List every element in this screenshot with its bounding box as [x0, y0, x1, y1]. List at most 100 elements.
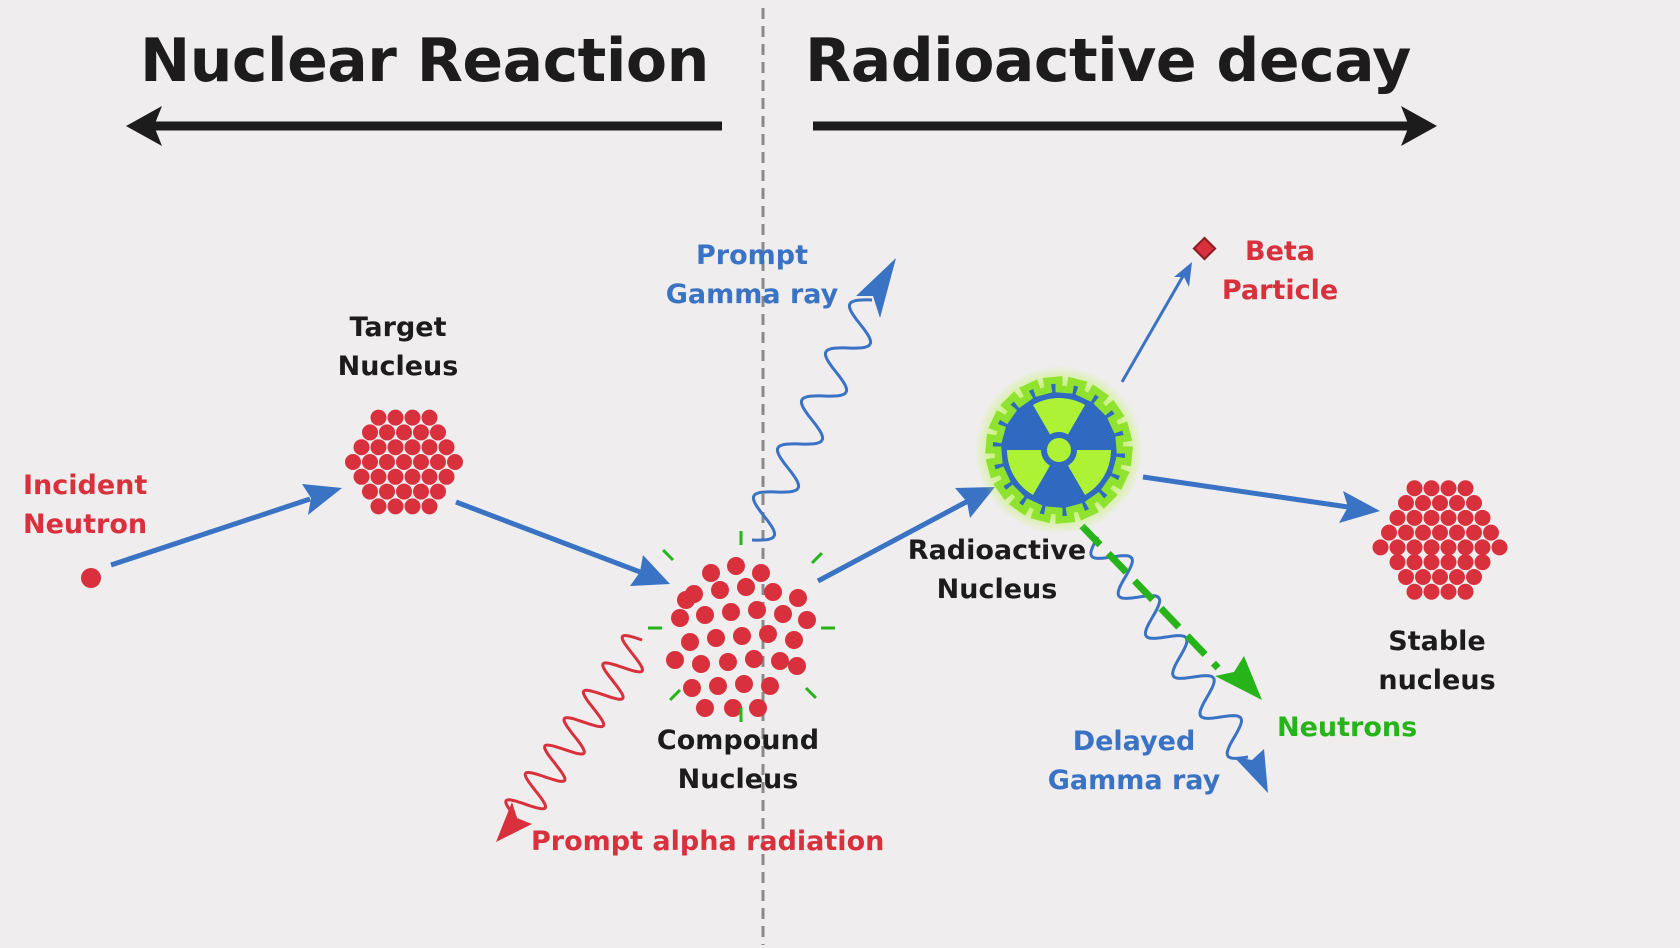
radiation-trefoil-gear-icon — [975, 366, 1143, 534]
nucleon — [362, 483, 378, 500]
nucleon — [438, 468, 455, 485]
target-nucleus-cluster — [345, 409, 463, 515]
nucleon — [396, 454, 412, 470]
nucleon — [1474, 554, 1491, 571]
nucleon — [1406, 539, 1423, 556]
arrow-radioactive-to-stable — [1142, 474, 1380, 523]
incident-neutron-particle — [81, 568, 101, 588]
nucleon — [1398, 524, 1414, 541]
neutrons-label: Neutrons — [1277, 712, 1418, 743]
nuclear-reaction-heading: Nuclear Reaction — [140, 26, 709, 96]
nucleon — [677, 591, 695, 609]
nucleon — [396, 483, 412, 500]
arrow-compound-to-radioactive — [816, 487, 995, 584]
nucleon — [396, 424, 412, 441]
nucleon — [370, 439, 387, 456]
nucleon — [788, 657, 806, 675]
nucleon — [1415, 524, 1431, 541]
neutrons-arrow — [1079, 523, 1262, 700]
nucleon — [1449, 524, 1465, 541]
nucleon — [404, 409, 421, 426]
nucleon — [370, 468, 387, 485]
nucleon — [692, 655, 710, 673]
excitation-tick — [662, 549, 675, 562]
nucleon — [404, 468, 421, 485]
nucleon — [752, 564, 770, 582]
nucleon — [1406, 554, 1423, 571]
nucleon — [1466, 568, 1482, 585]
nucleon — [1423, 554, 1440, 571]
nucleon — [387, 409, 404, 426]
nucleon — [1440, 509, 1457, 526]
nucleon — [681, 633, 699, 651]
nucleon — [1406, 509, 1423, 526]
nucleon — [370, 409, 387, 426]
nucleon — [683, 679, 701, 697]
nucleon — [1406, 583, 1423, 600]
nucleon — [1474, 539, 1491, 556]
nucleon — [774, 605, 792, 623]
nucleon — [421, 498, 438, 515]
nucleon — [711, 581, 729, 599]
nucleon — [789, 589, 807, 607]
nucleon — [413, 424, 429, 441]
nucleon — [387, 468, 404, 485]
nucleon — [724, 699, 742, 717]
nucleon — [727, 557, 745, 575]
nucleon — [1457, 539, 1474, 556]
nucleon — [1457, 554, 1474, 571]
nucleon — [709, 677, 727, 695]
nucleon — [1466, 495, 1482, 512]
arrow-neutron-to-target — [110, 484, 342, 568]
nucleon — [696, 699, 714, 717]
radioactive-decay-heading: Radioactive decay — [805, 26, 1411, 96]
nucleon — [749, 699, 767, 717]
nucleon — [733, 627, 751, 645]
nucleon — [1457, 509, 1474, 526]
nucleon — [370, 498, 387, 515]
nucleon — [421, 439, 438, 456]
arrow-beta-emission — [1120, 262, 1192, 383]
excitation-tick — [669, 688, 682, 701]
nucleon — [1423, 480, 1440, 497]
beta-particle-marker — [1192, 236, 1217, 261]
nucleon — [1415, 495, 1431, 512]
nucleon — [1432, 495, 1448, 512]
nucleon — [745, 650, 763, 668]
nucleon — [696, 606, 714, 624]
nucleon — [1389, 554, 1406, 571]
nucleon — [1398, 495, 1414, 512]
nucleon — [1491, 539, 1508, 556]
nucleon — [447, 454, 463, 470]
nucleon — [719, 653, 737, 671]
nucleon — [1483, 524, 1499, 541]
nucleon — [430, 424, 446, 441]
nucleon — [413, 483, 429, 500]
nucleon — [430, 454, 446, 470]
nucleon — [1406, 480, 1423, 497]
nucleon — [1423, 583, 1440, 600]
nucleon — [1449, 495, 1465, 512]
prompt-alpha-wave — [496, 633, 644, 842]
prompt-gamma-wave — [751, 258, 896, 542]
nucleon — [353, 468, 370, 485]
nucleon — [379, 454, 395, 470]
nucleon — [761, 677, 779, 695]
nucleon — [1432, 524, 1448, 541]
nucleon — [748, 601, 766, 619]
nucleon — [737, 578, 755, 596]
nucleon — [430, 483, 446, 500]
nucleon — [1381, 524, 1397, 541]
excitation-tick — [810, 552, 823, 565]
nucleon — [387, 498, 404, 515]
nucleon — [1457, 583, 1474, 600]
nucleon — [413, 454, 429, 470]
